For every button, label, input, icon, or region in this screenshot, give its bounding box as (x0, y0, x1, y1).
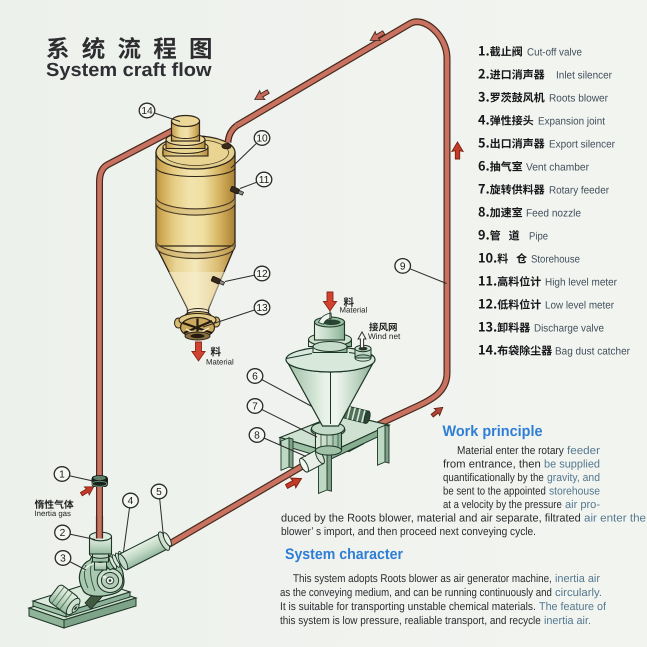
svg-text:be sent to the appointed: be sent to the appointed (443, 486, 546, 498)
svg-text:2: 2 (60, 528, 66, 539)
svg-text:quantificationally by the: quantificationally by the (443, 472, 544, 484)
svg-text:Discharge valve: Discharge valve (534, 323, 604, 335)
svg-text:1: 1 (59, 470, 65, 481)
svg-text:inertia air.: inertia air. (544, 615, 591, 627)
svg-text:Expansion joint: Expansion joint (538, 116, 605, 128)
svg-text:Pipe: Pipe (529, 231, 548, 243)
svg-text:3: 3 (60, 554, 66, 565)
svg-text:Export silencer: Export silencer (549, 139, 615, 151)
svg-text:Vent chamber: Vent chamber (526, 162, 589, 174)
svg-text:from entrance, then: from entrance, then (443, 459, 541, 471)
svg-text:Wind net: Wind net (368, 332, 401, 341)
svg-text:9: 9 (400, 262, 406, 273)
svg-text:duced by the Roots blower, mat: duced by the Roots blower, material and … (281, 513, 581, 525)
svg-text:Work principle: Work principle (443, 423, 543, 440)
svg-text:Cut-off valve: Cut-off valve (527, 47, 582, 59)
svg-text:4: 4 (128, 496, 134, 507)
svg-text:8: 8 (254, 431, 260, 442)
svg-text:It is suitable for transportin: It is suitable for transporting unstable… (280, 601, 536, 613)
svg-text:Bag dust catcher: Bag dust catcher (555, 346, 630, 358)
svg-text:air pro-: air pro- (565, 499, 600, 511)
svg-text:Roots blower: Roots blower (549, 93, 608, 105)
svg-text:14: 14 (141, 106, 153, 117)
svg-text:circularly.: circularly. (555, 587, 602, 599)
svg-text:Material enter the rotary: Material enter the rotary (457, 445, 564, 457)
svg-text:11: 11 (259, 175, 270, 186)
svg-text:be supplied: be supplied (544, 459, 600, 471)
svg-text:Rotary feeder: Rotary feeder (549, 185, 609, 197)
svg-text:blower’ s import, and then pro: blower’ s import, and then proceed next … (281, 526, 536, 538)
svg-text:13: 13 (256, 303, 268, 314)
svg-text:6: 6 (252, 372, 258, 383)
svg-text:feeder: feeder (567, 445, 600, 457)
svg-text:Storehouse: Storehouse (531, 254, 580, 266)
svg-text:High level meter: High level meter (545, 277, 617, 289)
svg-text:Material: Material (340, 306, 368, 315)
svg-text:12: 12 (256, 269, 268, 280)
svg-text:5: 5 (156, 487, 162, 498)
svg-text:Low level meter: Low level meter (545, 300, 614, 312)
svg-text:7: 7 (252, 402, 258, 413)
svg-text:this system is low pressure, r: this system is low pressure, realiable t… (280, 615, 541, 627)
svg-text:10: 10 (256, 134, 268, 145)
svg-text:System craft flow: System craft flow (46, 60, 212, 81)
svg-text:Feed nozzle: Feed nozzle (526, 208, 581, 220)
svg-text:as the conveying medium, and c: as the conveying medium, and can be runn… (280, 587, 552, 599)
svg-text:System character: System character (285, 546, 403, 563)
svg-text:inertia air: inertia air (555, 573, 600, 585)
svg-text:at a velocity by the pressure: at a velocity by the pressure (443, 499, 562, 511)
svg-text:air enter the: air enter the (584, 513, 646, 525)
svg-text:The feature of: The feature of (539, 601, 607, 613)
svg-text:gravity, and: gravity, and (547, 472, 600, 484)
svg-text:storehouse: storehouse (549, 486, 600, 498)
svg-text:Material: Material (206, 358, 234, 367)
svg-text:Inertia gas: Inertia gas (35, 509, 72, 518)
svg-text:This system adopts Roots blowe: This system adopts Roots blower as air g… (293, 573, 552, 585)
svg-text:Inlet silencer: Inlet silencer (556, 70, 612, 82)
